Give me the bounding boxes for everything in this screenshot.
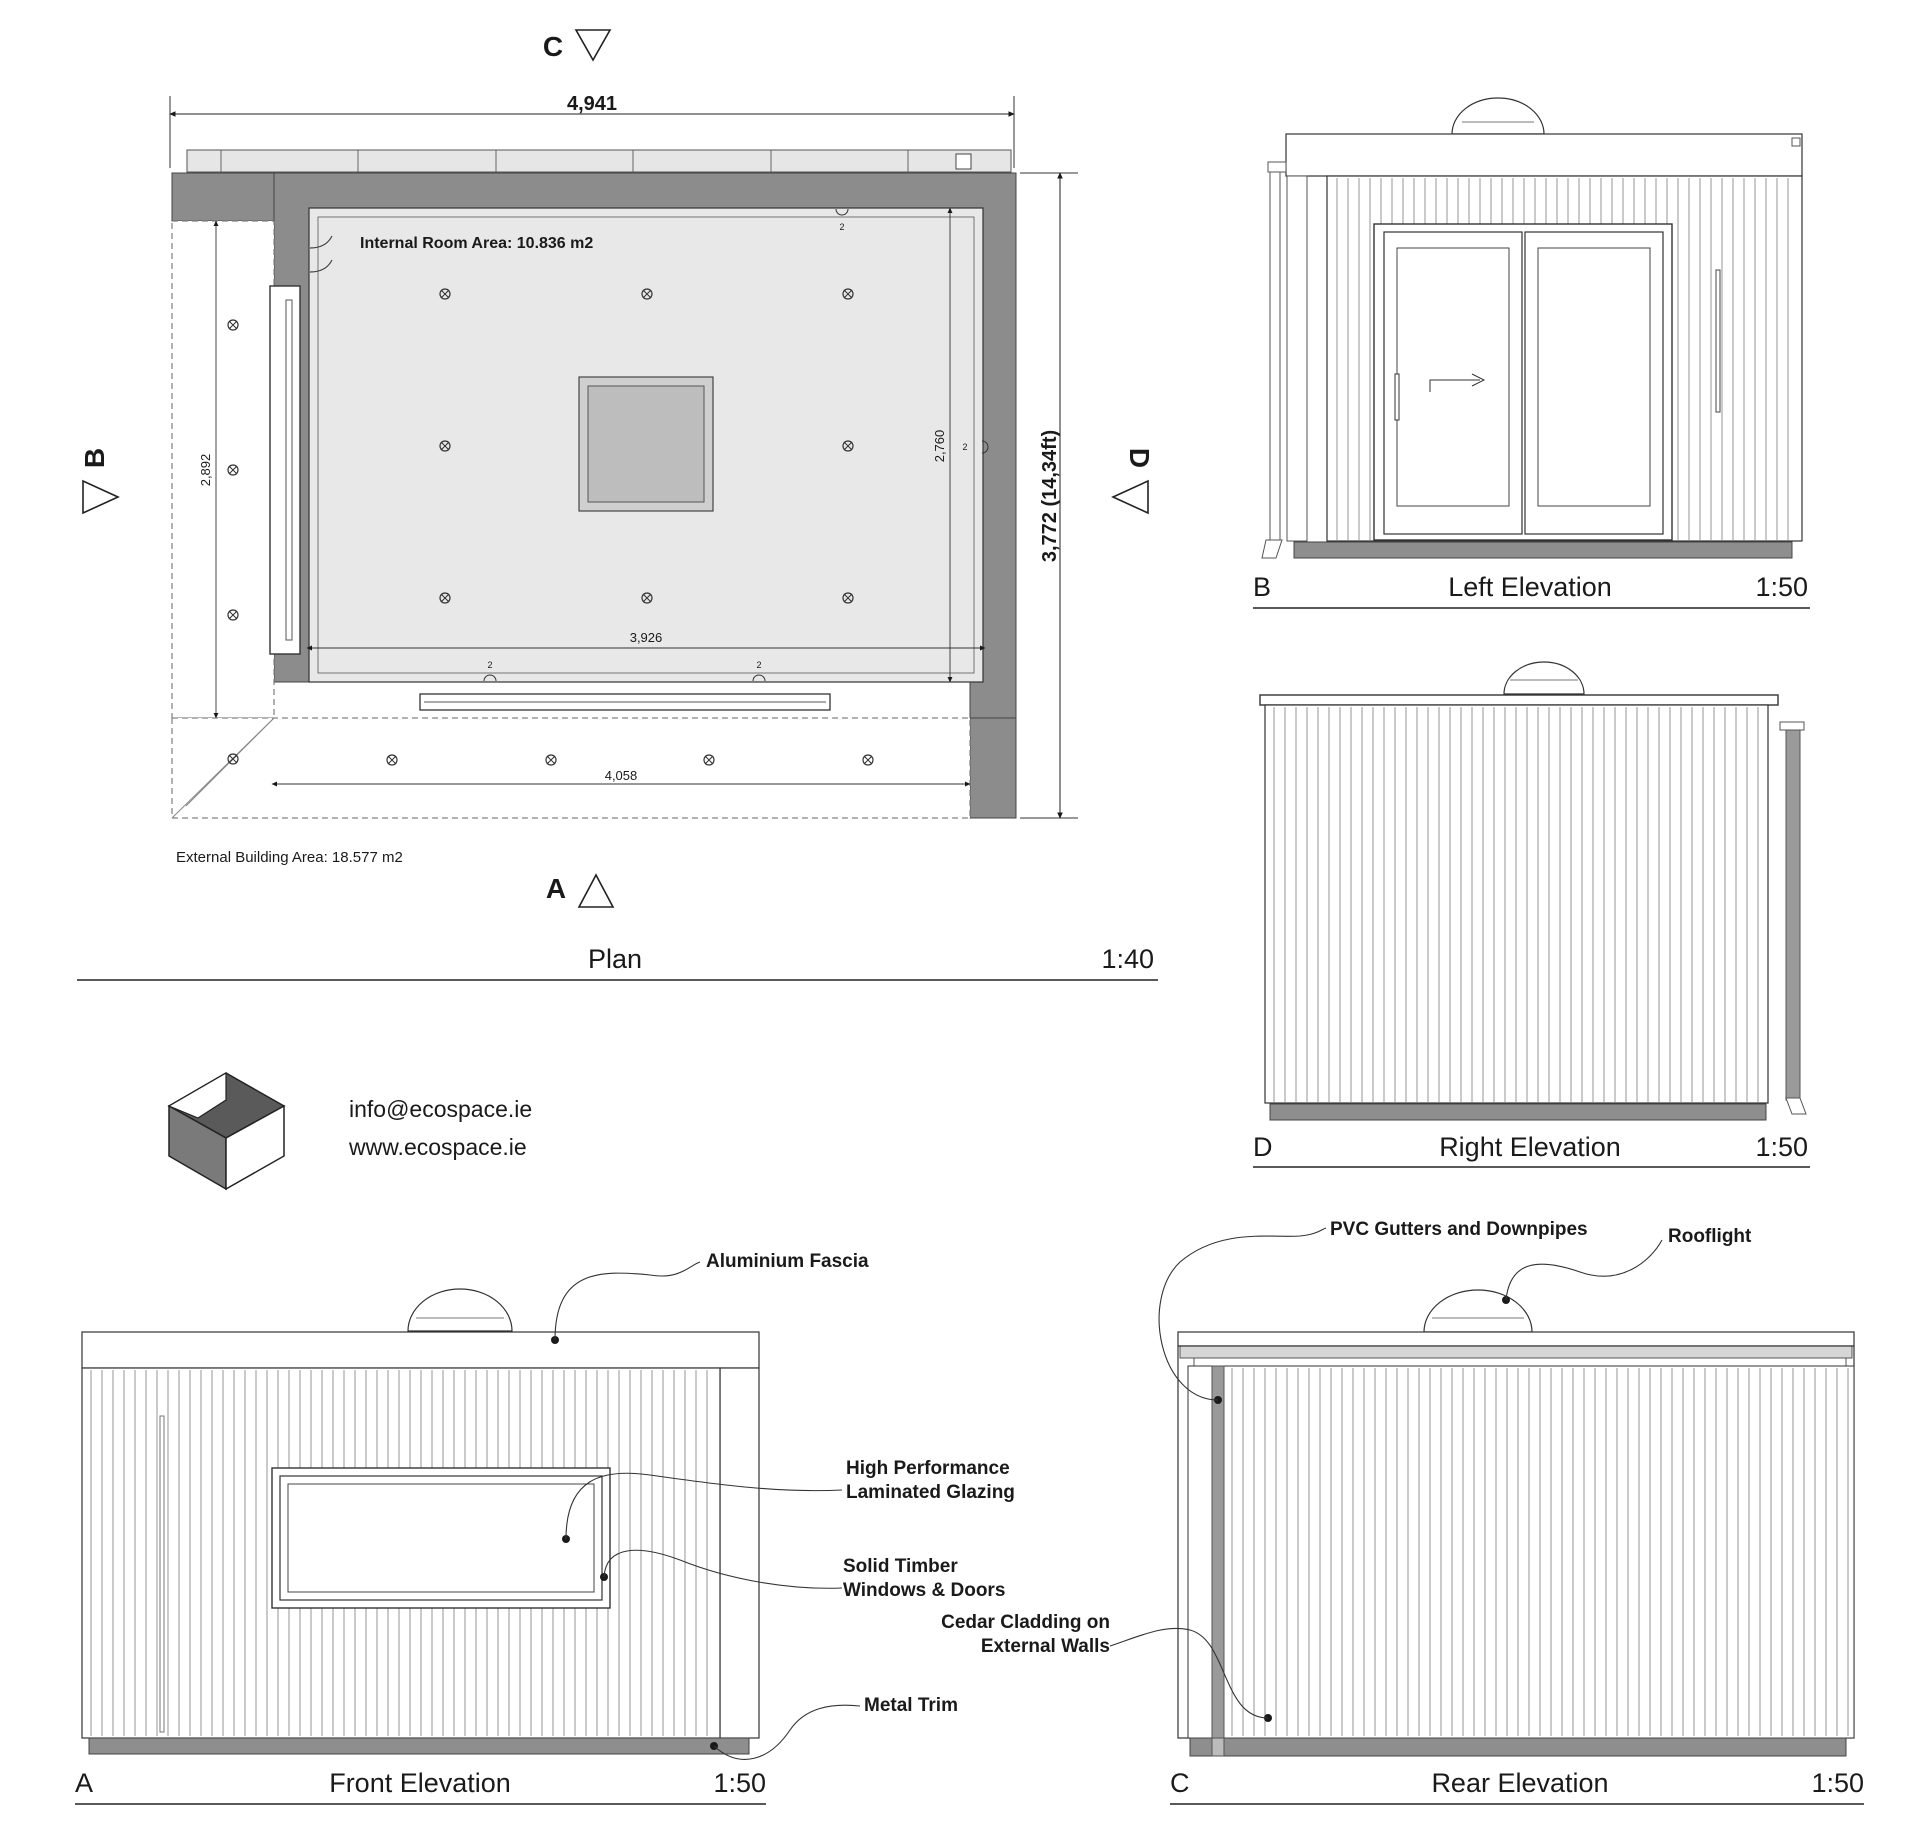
width-dimension: 4,941 [567, 93, 617, 115]
depth-dimension: 3,772 (14,34ft) [1039, 430, 1061, 562]
left-elev-scale: 1:50 [1755, 572, 1808, 602]
section-marker-a: A [546, 873, 566, 904]
section-arrow-c [574, 29, 612, 62]
rear-elev-downpipe [1211, 1365, 1225, 1757]
deck-side [171, 220, 275, 719]
callout-timber-2: Windows & Doors [843, 1580, 1005, 1601]
plan-title: Plan [588, 944, 642, 974]
front-callouts: Aluminium Fascia High Performance Lamina… [551, 1251, 1015, 1760]
left-elev-title: Left Elevation [1448, 572, 1612, 602]
section-marker-c: C [543, 31, 563, 62]
right-elev-cladding [1273, 707, 1759, 1102]
right-elev-fascia [1259, 694, 1779, 706]
external-area-label: External Building Area: 18.577 m2 [176, 849, 403, 866]
svg-text:2: 2 [756, 660, 761, 670]
callout-glazing-2: Laminated Glazing [846, 1482, 1015, 1503]
deck-front [171, 717, 971, 819]
callout-metal-trim: Metal Trim [864, 1695, 958, 1716]
left-elev-letter: B [1253, 572, 1271, 602]
front-elev-rooflight [407, 1288, 513, 1332]
deck-width-dim: 4,058 [605, 768, 638, 783]
floor-plan: C 4,941 [77, 29, 1158, 981]
plan-sockets: 2 2 2 2 [483, 208, 989, 682]
right-elev-scale: 1:50 [1755, 1132, 1808, 1162]
callout-aluminium-fascia: Aluminium Fascia [706, 1251, 869, 1272]
rear-elev-cladding [1231, 1368, 1849, 1736]
left-elev-rooflight [1451, 97, 1545, 135]
section-arrow-d [1111, 479, 1149, 515]
internal-width-dim: 3,926 [630, 630, 663, 645]
ecospace-logo [167, 1071, 286, 1191]
rear-elev-letter: C [1170, 1768, 1190, 1798]
plan-sliding-door [269, 285, 301, 655]
right-elevation: D Right Elevation 1:50 [1253, 661, 1810, 1168]
front-elev-title: Front Elevation [329, 1768, 511, 1798]
section-marker-b: B [79, 448, 110, 468]
plan-downlights [227, 288, 874, 766]
rear-elev-rooflight [1423, 1289, 1533, 1333]
left-height-dim: 2,892 [198, 454, 213, 487]
rear-elev-title: Rear Elevation [1431, 1768, 1608, 1798]
internal-area-label: Internal Room Area: 10.836 m2 [360, 235, 593, 252]
callout-cladding-2: External Walls [981, 1636, 1110, 1657]
callout-timber-1: Solid Timber [843, 1556, 958, 1577]
section-arrow-a [577, 873, 615, 908]
right-elev-title: Right Elevation [1439, 1132, 1621, 1162]
right-elev-rooflight [1503, 661, 1585, 695]
internal-height-dim: 2,760 [932, 430, 947, 463]
left-elev-fascia [1285, 133, 1803, 177]
rear-elevation: C Rear Elevation 1:50 PVC Gutters and Do… [941, 1219, 1864, 1805]
right-elev-letter: D [1253, 1132, 1273, 1162]
left-elev-base-trim [1293, 541, 1793, 559]
section-marker-d: D [1124, 448, 1155, 468]
plan-scale: 1:40 [1101, 944, 1154, 974]
front-elev-letter: A [75, 1768, 93, 1798]
front-elevation: A Front Elevation 1:50 Aluminium Fascia … [75, 1251, 1015, 1805]
svg-text:2: 2 [839, 222, 844, 232]
front-elev-base-trim [88, 1737, 750, 1755]
rear-elev-base-trim [1189, 1737, 1847, 1757]
rear-elev-scale: 1:50 [1811, 1768, 1864, 1798]
section-arrow-b [82, 479, 120, 515]
contact-email[interactable]: info@ecospace.ie [349, 1096, 532, 1122]
right-elev-base-trim [1269, 1103, 1767, 1121]
front-elev-scale: 1:50 [713, 1768, 766, 1798]
contact-website[interactable]: www.ecospace.ie [348, 1134, 527, 1160]
rear-callouts: PVC Gutters and Downpipes Rooflight Ceda… [941, 1219, 1752, 1722]
callout-glazing-1: High Performance [846, 1458, 1010, 1479]
svg-text:2: 2 [487, 660, 492, 670]
callout-cladding-1: Cedar Cladding on [941, 1612, 1110, 1633]
svg-text:2: 2 [962, 442, 967, 452]
left-elevation: B Left Elevation 1:50 [1253, 97, 1810, 609]
callout-pvc-gutters: PVC Gutters and Downpipes [1330, 1219, 1588, 1240]
callout-rooflight: Rooflight [1668, 1226, 1752, 1247]
rear-elev-fascia [1177, 1331, 1855, 1347]
front-elev-fascia [81, 1331, 760, 1369]
